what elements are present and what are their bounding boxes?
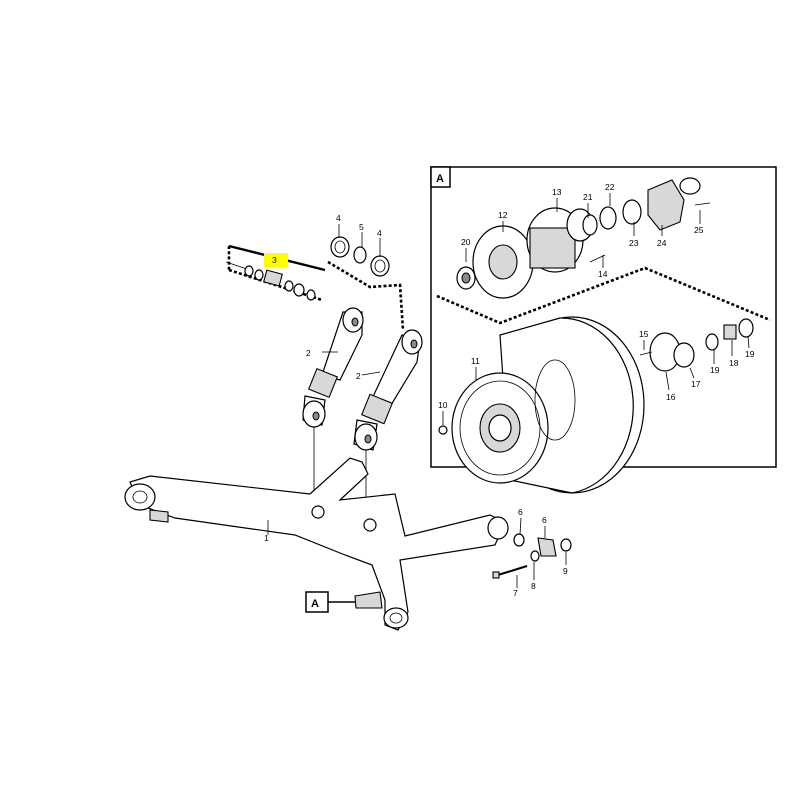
label-12: 12 [498,210,508,220]
label-9: 9 [563,566,568,576]
label-2-left: 2 [306,348,311,358]
highlight-item-3 [264,253,288,267]
label-6-left: 6 [518,507,523,517]
label-11: 11 [471,356,480,366]
label-19-right: 19 [745,349,755,359]
label-10: 10 [438,400,448,410]
label-5: 5 [359,222,364,232]
washer-set [327,236,405,331]
label-4-right: 4 [377,228,382,238]
label-15: 15 [639,329,649,339]
label-18: 18 [729,358,739,368]
label-2-right: 2 [356,371,361,381]
part-labels: 1 2 2 3 4 5 4 6 6 7 8 9 10 11 12 13 14 1… [264,182,755,598]
callout-a-ref: A [305,591,355,613]
label-20: 20 [461,237,471,247]
detail-box-label: A [436,173,444,185]
label-4-left: 4 [336,213,341,223]
hub-assembly [438,177,754,435]
label-25: 25 [694,225,704,235]
label-3: 3 [272,255,277,265]
label-16: 16 [666,392,676,402]
label-7: 7 [513,588,518,598]
leader-lines [267,193,750,588]
dashed-leaders-hub [436,266,771,325]
pivot-hardware [492,533,572,579]
label-1: 1 [264,533,269,543]
label-13: 13 [552,187,562,197]
bolt-kit [225,244,326,302]
wheel-tire [451,316,645,494]
label-6-right: 6 [542,515,547,525]
label-21: 21 [583,192,593,202]
axle-frame [124,457,509,631]
shock-absorber-right [353,329,423,451]
label-14: 14 [598,269,608,279]
shock-absorber-left [302,307,364,428]
label-17: 17 [691,379,701,389]
callout-a-text: A [311,598,319,610]
label-23: 23 [629,238,639,248]
label-24: 24 [657,238,667,248]
label-19-left: 19 [710,365,720,375]
label-22: 22 [605,182,615,192]
label-8: 8 [531,581,536,591]
